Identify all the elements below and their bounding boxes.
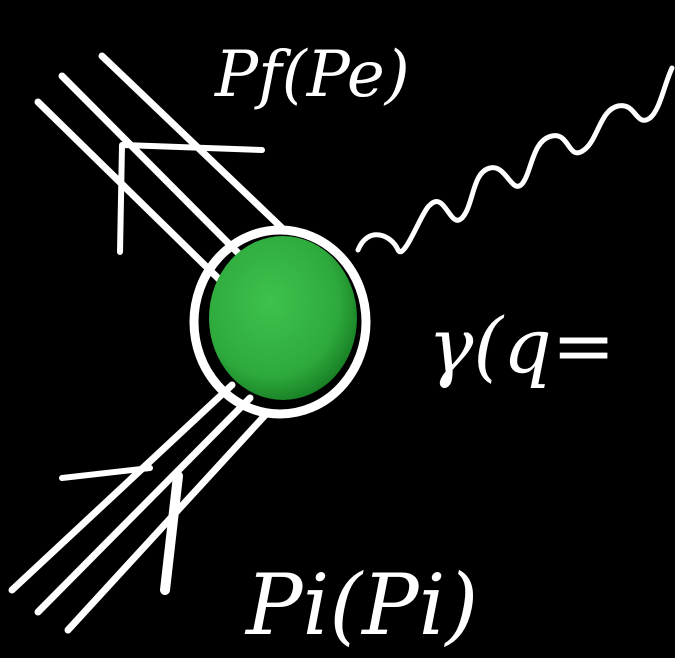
incoming-arrow-head: [59, 465, 153, 481]
incoming-quark-line-2: [34, 394, 254, 616]
outgoing-quark-line-3: [98, 52, 286, 232]
blob-outline: [189, 225, 371, 419]
incoming-proton-lines: [8, 381, 272, 634]
outgoing-quark-line-1: [34, 98, 229, 289]
incoming-arrow-shaft: [160, 471, 183, 595]
incoming-quark-line-1: [8, 381, 236, 594]
outgoing-proton-lines: [34, 52, 286, 289]
label-outgoing: Pf(Pe): [214, 38, 410, 112]
photon-wavy-line: [355, 65, 675, 255]
blob-fill: [209, 236, 357, 400]
label-incoming: Pi(Pi): [244, 556, 478, 654]
outgoing-arrow: [117, 142, 265, 255]
label-photon: γ(q=: [428, 301, 615, 390]
outgoing-quark-line-2: [58, 72, 254, 269]
vertex-blob: [189, 225, 371, 419]
